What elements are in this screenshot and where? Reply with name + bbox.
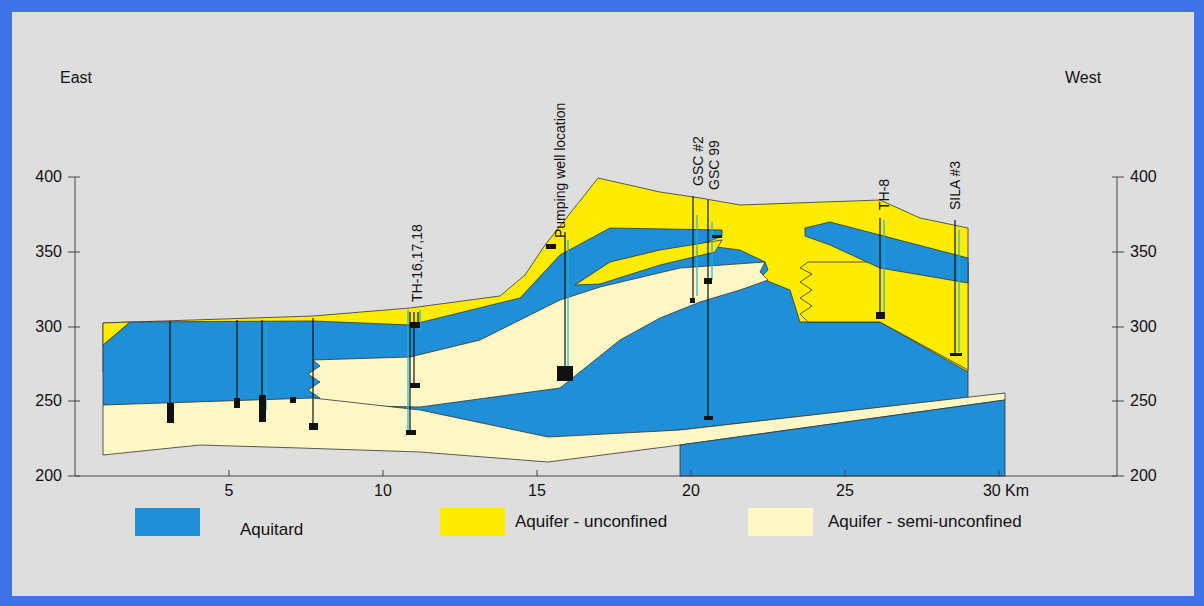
- elevation-label: 400: [35, 168, 62, 186]
- distance-label: 20: [682, 482, 700, 500]
- elevation-label: 350: [1130, 243, 1157, 261]
- direction-label: West: [1065, 69, 1101, 87]
- elevation-label: 350: [35, 243, 62, 261]
- legend-swatch: [748, 508, 813, 536]
- elevation-label: 250: [35, 392, 62, 410]
- direction-label: East: [60, 69, 92, 87]
- legend-swatch: [440, 508, 505, 536]
- well-label: GSC 99: [705, 140, 723, 190]
- elevation-label: 200: [1130, 467, 1157, 485]
- well-label: SILA #3: [946, 161, 964, 210]
- well-label: TH-16,17,18: [408, 224, 426, 302]
- legend-text: Aquitard: [240, 520, 303, 540]
- elevation-label: 300: [1130, 318, 1157, 336]
- legend-text: Aquifer - unconfined: [515, 512, 667, 532]
- distance-label: 5: [225, 482, 234, 500]
- elevation-label: 300: [35, 318, 62, 336]
- distance-label: 15: [528, 482, 546, 500]
- distance-label: 10: [374, 482, 392, 500]
- well-label: GSC #2: [689, 136, 707, 186]
- distance-label: 30 Km: [983, 482, 1029, 500]
- distance-label: 25: [836, 482, 854, 500]
- elevation-label: 200: [35, 467, 62, 485]
- elevation-label: 400: [1130, 168, 1157, 186]
- well-label: Pumping well location: [551, 103, 569, 238]
- legend-swatch: [135, 508, 200, 536]
- legend-text: Aquifer - semi-unconfined: [828, 512, 1022, 532]
- well-label: TH-8: [875, 179, 893, 210]
- elevation-label: 250: [1130, 392, 1157, 410]
